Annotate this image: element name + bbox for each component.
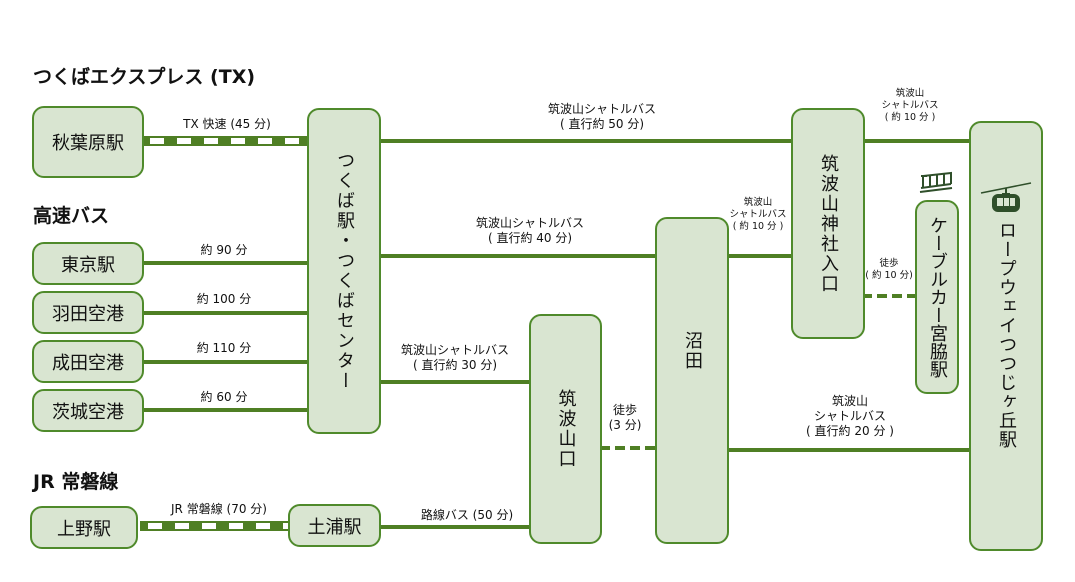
shuttle-40-line [378, 254, 658, 258]
label-tx-rapid: TX 快速 (45 分) [183, 117, 271, 131]
station-label: 羽田空港 [52, 303, 124, 325]
heading-jr-joban: JR 常磐線 [33, 471, 119, 493]
label-line: 徒歩 [612, 403, 638, 417]
station-label: 筑波山神社入口 [818, 153, 839, 294]
shuttle-10b-line [862, 139, 972, 143]
shuttle-30-line [378, 380, 533, 384]
station-narita[interactable]: 成田空港 [32, 340, 144, 383]
ibaraki-bus-line [142, 408, 310, 412]
label-line: ( 約 10 分 ) [732, 220, 784, 232]
station-cablecar-miyawaki[interactable]: ケーブルカー宮脇駅 [915, 200, 959, 394]
heading-tsukuba-express: つくばエクスプレス (TX) [33, 66, 256, 88]
haneda-bus-line [142, 311, 310, 315]
label-shuttle-40: 筑波山シャトルバス ( 直行約 40 分) [476, 216, 584, 246]
shuttle-20-line [728, 448, 972, 452]
label-line: 筑波山シャトルバス [475, 216, 585, 230]
label-jr-joban: JR 常磐線 (70 分) [171, 502, 267, 516]
label-route-bus: 路線バス (50 分) [420, 508, 514, 522]
tx-rail-line [142, 136, 310, 146]
label-line: ( 直行約 20 分 ) [806, 424, 894, 438]
label-line: 筑波山シャトルバス [547, 102, 657, 116]
station-haneda[interactable]: 羽田空港 [32, 291, 144, 334]
label-line: ( 直行約 50 分) [559, 117, 645, 131]
station-label: 成田空港 [52, 352, 124, 374]
label-walk-10: 徒歩 ( 約 10 分) [865, 258, 913, 282]
station-label: 筑波山口 [555, 389, 577, 469]
station-label: 秋葉原駅 [52, 133, 124, 154]
label-shuttle-20: 筑波山 シャトルバス ( 直行約 20 分 ) [806, 394, 894, 439]
shuttle-50-line [378, 139, 794, 143]
label-line: ( 直行約 30 分) [412, 358, 498, 372]
label-line: 筑波山 [895, 88, 925, 99]
label-line: 筑波山シャトルバス [400, 343, 510, 357]
station-numata[interactable]: 沼田 [655, 217, 729, 544]
shuttle-10a-line [725, 254, 795, 258]
station-label: 沼田 [682, 331, 703, 371]
label-walk-3: 徒歩 (3 分) [609, 403, 642, 433]
station-label: 土浦駅 [307, 516, 362, 538]
station-akihabara[interactable]: 秋葉原駅 [32, 106, 144, 178]
station-label: ケーブルカー宮脇駅 [927, 216, 948, 378]
label-tokyo-bus: 約 90 分 [200, 243, 248, 257]
label-line: 徒歩 [879, 258, 899, 269]
label-line: シャトルバス [729, 208, 787, 220]
jr-rail-line [140, 521, 292, 531]
station-label: 茨城空港 [52, 401, 124, 423]
tokyo-bus-line [142, 261, 310, 265]
station-tsukuba[interactable]: つくば駅・つくばセンター [307, 108, 381, 434]
station-label: つくば駅・つくばセンター [334, 151, 355, 391]
station-label: 上野駅 [57, 518, 111, 540]
label-line: シャトルバス [813, 409, 886, 423]
ropeway-gondola-icon [980, 182, 1032, 212]
heading-highway-bus: 高速バス [33, 205, 110, 227]
label-haneda-bus: 約 100 分 [196, 292, 252, 306]
label-shuttle-50: 筑波山シャトルバス ( 直行約 50 分) [548, 102, 656, 132]
label-narita-bus: 約 110 分 [196, 341, 252, 355]
station-ueno[interactable]: 上野駅 [30, 506, 138, 549]
label-shuttle-30: 筑波山シャトルバス ( 直行約 30 分) [401, 343, 509, 373]
cable-car-icon [919, 171, 953, 193]
label-line: 筑波山 [831, 394, 868, 408]
walk-10-line [862, 294, 917, 298]
station-label: ロープウェイつつじヶ丘駅 [996, 221, 1017, 449]
label-line: ( 直行約 40 分) [487, 231, 573, 245]
label-line: ( 約 10 分) [865, 269, 913, 281]
label-ibaraki-bus: 約 60 分 [200, 390, 248, 404]
narita-bus-line [142, 360, 310, 364]
label-line: シャトルバス [881, 99, 939, 111]
station-jinja-iriguchi[interactable]: 筑波山神社入口 [791, 108, 865, 339]
label-line: (3 分) [608, 418, 642, 432]
label-line: 筑波山 [743, 197, 773, 208]
route-bus-line [378, 525, 533, 529]
label-shuttle-10a: 筑波山 シャトルバス ( 約 10 分 ) [729, 197, 786, 233]
station-label: 東京駅 [61, 254, 115, 276]
station-tsukubasanguchi[interactable]: 筑波山口 [529, 314, 602, 544]
label-shuttle-10b: 筑波山 シャトルバス ( 約 10 分 ) [881, 88, 938, 124]
station-tsuchiura[interactable]: 土浦駅 [288, 504, 381, 547]
station-ibaraki[interactable]: 茨城空港 [32, 389, 144, 432]
label-line: ( 約 10 分 ) [884, 111, 936, 123]
station-tokyo[interactable]: 東京駅 [32, 242, 144, 285]
walk-3-line [600, 446, 658, 450]
